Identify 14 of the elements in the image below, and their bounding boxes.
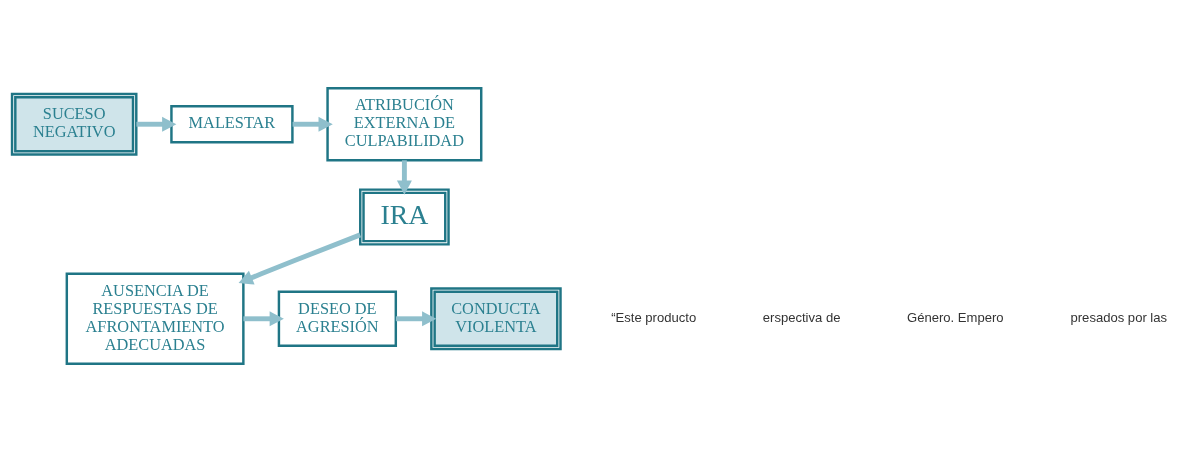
label: Género. Empero <box>907 309 1004 325</box>
node-box: ATRIBUCIÓN EXTERNA DE CULPABILIDAD <box>326 86 483 161</box>
node-box: MALESTAR <box>170 104 294 143</box>
arrow <box>136 116 177 132</box>
node-box: DESEO DE AGRESIÓN <box>277 290 398 347</box>
arrow <box>395 310 437 326</box>
label: erspectiva de <box>762 309 841 325</box>
label: presados por las <box>1070 309 1168 325</box>
arrow <box>396 159 412 195</box>
arrow <box>243 310 284 326</box>
arrow <box>238 232 362 285</box>
arrow <box>292 116 333 132</box>
node-box: AUSENCIA DE RESPUESTAS DE AFRONTAMIENTO ADECUADAS <box>65 272 245 365</box>
label: “Este producto <box>611 309 697 325</box>
